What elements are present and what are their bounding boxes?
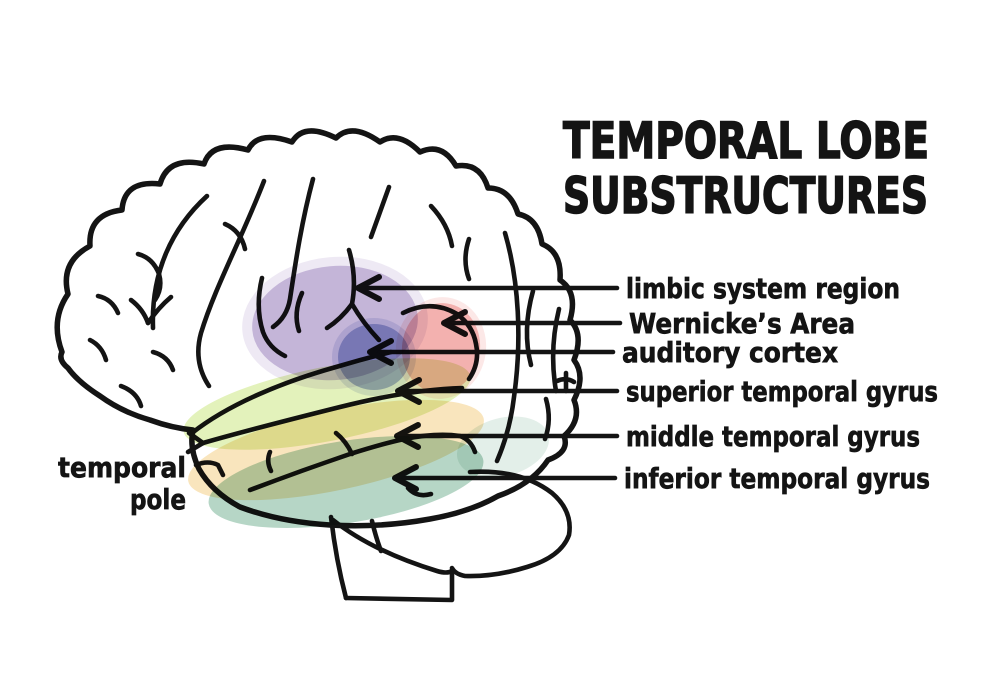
title-line-2: SUBSTRUCTURES xyxy=(563,167,928,225)
callout-label-wernickes-area: Wernicke’s Area xyxy=(629,307,855,340)
callout-label-middle-temporal-gyrus: middle temporal gyrus xyxy=(626,420,920,453)
region-inferior-gyrus-patch xyxy=(456,416,550,478)
callout-label-inferior-temporal-gyrus: inferior temporal gyrus xyxy=(624,462,930,495)
callout-label-auditory-cortex: auditory cortex xyxy=(622,336,838,369)
brainstem-outline xyxy=(328,514,455,603)
label-temporal-pole-line-1: temporal xyxy=(58,451,186,484)
label-temporal-pole-line-2: pole xyxy=(130,483,186,516)
region-inferior-gyrus-overlay xyxy=(208,436,484,528)
region-overlays xyxy=(183,256,550,528)
callout-label-superior-temporal-gyrus: superior temporal gyrus xyxy=(626,375,938,408)
title-line-1: TEMPORAL LOBE xyxy=(563,112,929,170)
callout-label-limbic-system: limbic system region xyxy=(626,272,900,305)
diagram-text: TEMPORAL LOBE SUBSTRUCTURES limbic syste… xyxy=(58,111,939,516)
region-wernicke-overlay xyxy=(401,303,481,393)
region-auditory-overlay xyxy=(338,324,410,390)
cerebellum-outline xyxy=(449,469,572,579)
